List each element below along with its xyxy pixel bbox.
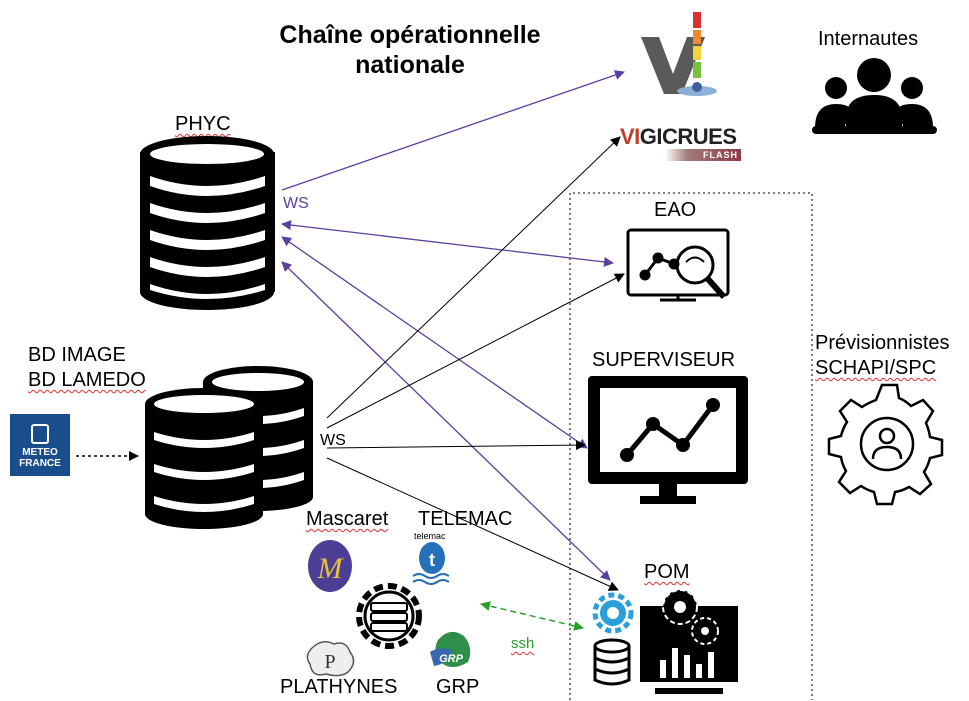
grp-logo-text: GRP <box>439 653 464 665</box>
diagram-title: Chaîne opérationnelle nationale <box>240 20 580 80</box>
vigicrues-vi-text: VI <box>620 124 640 149</box>
gear-person-icon <box>827 383 944 506</box>
schapi-spc-label: SCHAPI/SPC <box>815 357 936 380</box>
bd-image-label: BD IMAGE <box>28 344 126 366</box>
vigicrues-gicrues-text: GICRUES <box>639 124 737 149</box>
arrow-phyc-superviseur <box>281 236 588 449</box>
ssh-label-text: ssh <box>511 635 535 652</box>
pom-label-text: POM <box>644 561 690 583</box>
arrow-ssh <box>480 601 584 631</box>
mascaret-logo-text: M <box>317 552 345 585</box>
ssh-label: ssh <box>511 635 534 652</box>
vigicrues-logo <box>641 12 717 96</box>
grp-logo: GRP <box>430 631 471 667</box>
bd-database-icon <box>145 366 313 529</box>
title-line-1: Chaîne opérationnelle <box>279 21 541 49</box>
arrows <box>76 70 625 631</box>
meteo-line-1: METEO <box>22 447 58 458</box>
vigicrues-flash-logo: VIGICRUES <box>620 124 737 150</box>
plathynes-logo: P <box>306 641 355 677</box>
arrow-phyc-pom <box>281 261 611 581</box>
pom-label: POM <box>644 561 690 584</box>
previsionnistes-label: Prévisionnistes <box>815 332 950 354</box>
schapi-spc-label-text: SCHAPI/SPC <box>815 357 937 379</box>
flash-banner: FLASH <box>665 149 741 161</box>
meteo-france-logo: METEO FRANCE <box>10 414 70 476</box>
superviseur-label: SUPERVISEUR <box>592 349 736 371</box>
phyc-database-icon <box>140 136 275 310</box>
plathynes-logo-text: P <box>324 651 335 673</box>
pom-teal-gear-icon <box>592 592 634 634</box>
telemac-logo-text: t <box>429 550 435 570</box>
arrow-bd-to-eao <box>326 273 625 429</box>
arrow-phyc-to-vigicrues <box>281 70 625 191</box>
arrow-bd-to-pom <box>326 457 619 591</box>
meteo-line-2: FRANCE <box>19 458 61 469</box>
phyc-label: PHYC <box>175 113 231 136</box>
eao-label: EAO <box>654 199 697 221</box>
eao-monitor-icon <box>626 228 730 302</box>
server-gear-icon <box>356 583 422 649</box>
superviseur-monitor-icon <box>588 376 748 504</box>
mascaret-logo: M <box>308 540 352 592</box>
title-line-2: nationale <box>355 51 465 79</box>
grp-label: GRP <box>436 676 480 698</box>
meteo-france-symbol-icon <box>31 424 49 444</box>
phyc-label-text: PHYC <box>175 113 231 135</box>
pom-database-small-icon <box>593 638 631 686</box>
internautes-label: Internautes <box>818 28 919 50</box>
plathynes-label: PLATHYNES <box>280 676 398 698</box>
bd-lamedo-label: BD LAMEDO <box>28 369 146 392</box>
arrow-bd-to-superviseur <box>326 440 586 451</box>
pom-dashboard-gears-icon <box>640 589 738 694</box>
telemac-logo: t <box>412 542 450 585</box>
users-group-icon <box>812 58 937 134</box>
arrow-bd-to-vigicrues-flash <box>326 136 621 419</box>
arrow-phyc-eao <box>281 220 614 267</box>
bd-lamedo-label-text: BD LAMEDO <box>28 369 146 391</box>
ws-top-label: WS <box>283 195 309 212</box>
